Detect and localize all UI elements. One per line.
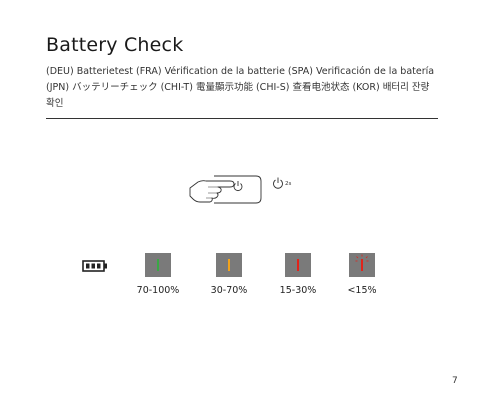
battery-level-medium: 30-70%	[199, 253, 259, 303]
divider	[46, 118, 438, 119]
level-medium-indicator	[216, 253, 242, 277]
battery-level-critical: <15%	[332, 253, 392, 303]
battery-level-high: 70-100%	[128, 253, 188, 303]
level-critical-blinking-indicator	[349, 253, 375, 277]
level-label: 70-100%	[128, 285, 188, 296]
battery-level-low: 15-30%	[268, 253, 328, 303]
hold-duration-label: 2s	[285, 181, 291, 187]
page-subtitle: (DEU) Batterietest (FRA) Vérification de…	[46, 64, 441, 112]
device-illustration: 2s	[188, 168, 298, 208]
level-label: <15%	[332, 285, 392, 296]
battery-icon	[82, 260, 108, 272]
page-number: 7	[452, 376, 458, 386]
level-low-indicator	[285, 253, 311, 277]
level-high-indicator	[145, 253, 171, 277]
page-title: Battery Check	[46, 34, 183, 56]
power-hold-icon	[272, 176, 284, 190]
level-label: 30-70%	[199, 285, 259, 296]
blink-rays-icon	[349, 253, 375, 277]
level-label: 15-30%	[268, 285, 328, 296]
